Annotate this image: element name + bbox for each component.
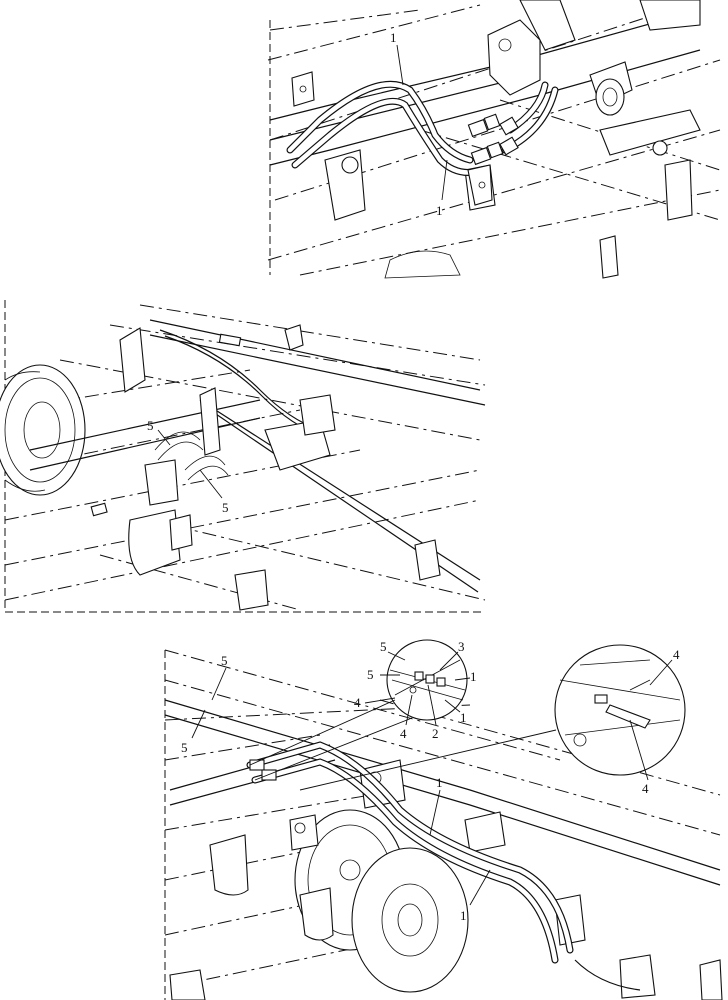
axle-bracket: [487, 19, 541, 96]
mounting-plate: [291, 71, 315, 107]
lift-arm: [599, 109, 701, 156]
callout-detail-3: 3: [458, 639, 465, 654]
wheel: [0, 364, 86, 496]
callout-top-1b: 1: [436, 203, 443, 218]
callout-bot-1b: 1: [460, 908, 467, 923]
bottom-hose-run: [246, 741, 641, 991]
callout-mid-5b: 5: [222, 500, 229, 515]
callout-detail-1a: 1: [470, 669, 477, 684]
callout-detail-right-4a: 4: [673, 647, 680, 662]
hitch-bracket: [209, 834, 249, 896]
callout-detail-4b: 4: [400, 726, 407, 741]
bottom-panel: 5 5 1 1 5 3 5 1 4 1 2 4 4 4: [164, 639, 723, 1000]
callout-bot-1a: 1: [436, 775, 443, 790]
detail-view-left: [386, 639, 468, 721]
callout-detail-2: 2: [432, 726, 439, 741]
callout-detail-1b: 1: [460, 710, 467, 725]
hose-fittings: [467, 113, 519, 206]
top-panel: 1 1: [267, 0, 721, 279]
clamp-bracket: [128, 509, 181, 576]
callout-bot-5a: 5: [221, 653, 228, 668]
callout-mid-5a: 5: [147, 418, 154, 433]
callout-detail-4a: 4: [354, 695, 361, 710]
callout-top-1a: 1: [390, 30, 397, 45]
middle-panel: 5 5: [0, 300, 486, 613]
frame-bracket: [119, 327, 146, 393]
callout-detail-5a: 5: [380, 639, 387, 654]
callout-detail-5b: 5: [367, 667, 374, 682]
callout-bot-5b: 5: [181, 740, 188, 755]
callout-detail-right-4b: 4: [642, 781, 649, 796]
detail-view-right: [554, 644, 686, 776]
